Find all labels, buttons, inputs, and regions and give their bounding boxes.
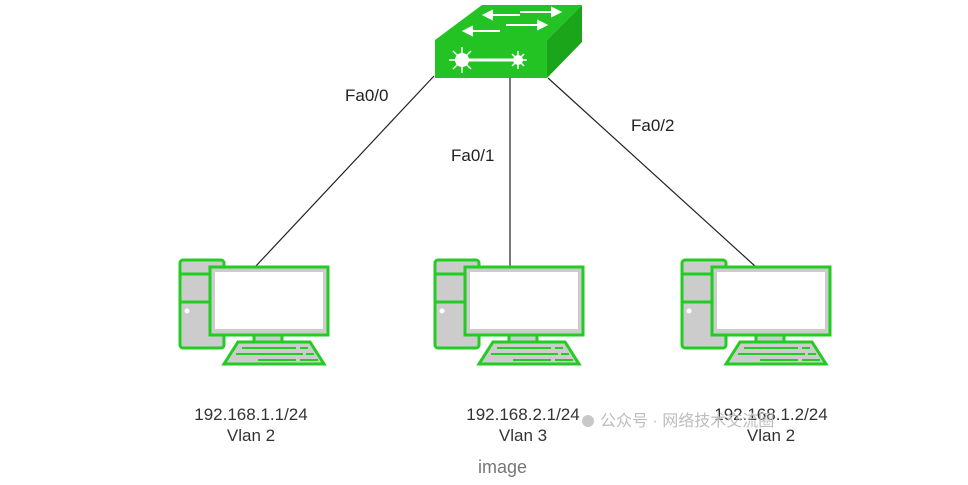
link-fa0-2 [547,77,757,268]
host-vlan: Vlan 3 [498,426,548,445]
host-ip: 192.168.1.2/24 [714,405,828,424]
port-label-fa0-1: Fa0/1 [451,146,495,165]
wechat-icon [582,415,594,427]
link-fa0-0 [254,75,435,268]
host-label-3: 192.168.1.2/24 Vlan 2 [686,404,856,446]
pc-icon[interactable] [433,258,585,366]
port-label-fa0-2: Fa0/2 [631,116,675,135]
host-vlan: Vlan 2 [226,426,276,445]
port-label-fa0-0: Fa0/0 [345,86,389,105]
host-ip: 192.168.2.1/24 [466,405,580,424]
host-ip: 192.168.1.1/24 [194,405,308,424]
switch-icon[interactable] [435,5,582,78]
host-vlan: Vlan 2 [746,426,796,445]
watermark: 公众号 · 网络技术交流圈 [582,407,774,431]
pc-icon[interactable] [178,258,330,366]
host-label-1: 192.168.1.1/24 Vlan 2 [166,404,336,446]
pc-icon[interactable] [680,258,832,366]
image-caption: image [477,457,528,477]
host-label-2: 192.168.2.1/24 Vlan 3 [438,404,608,446]
